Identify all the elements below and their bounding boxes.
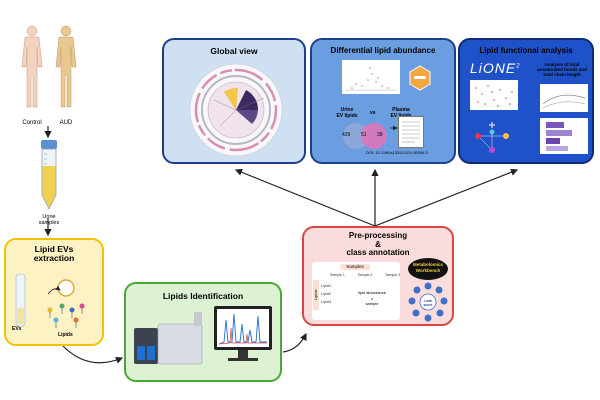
curve-panel: [540, 84, 588, 112]
x-symbol: x: [371, 295, 373, 301]
preprocessing-title-line2: &: [375, 239, 381, 249]
urine-label-line1: Urine: [42, 214, 56, 220]
lipid-molecules: [47, 303, 85, 328]
analysis-description: Analysis of total unsaturated bonds and …: [532, 62, 592, 77]
urine-line1: Urine: [340, 107, 354, 113]
doi-text: DOI: 10.1186/s13293-024-00594-5: [366, 150, 428, 155]
analysis-line1: Analysis of total: [544, 62, 580, 67]
paper-thumbnail: [398, 116, 424, 148]
lipid-maps-wheel-icon: [408, 282, 448, 322]
sample-columns: Sample 1 Sample 2 Sample 3: [330, 273, 400, 277]
human-silhouettes: [21, 25, 77, 108]
arrow-to-global-view: [234, 168, 376, 227]
arrow-identification-to-preprocessing: [282, 332, 307, 353]
vs-label: vs: [370, 110, 376, 116]
preprocessing-title-line3: class annotation: [346, 248, 410, 257]
lipid-matrix-panel: Samples Sample 1 Sample 2 Sample 3 Lipid…: [312, 262, 400, 320]
lipids-label: Lipids: [58, 332, 73, 338]
network-graph: [475, 122, 509, 153]
tube-icon: [41, 140, 57, 210]
volcano-plot: [346, 67, 396, 91]
venn-mid-count: 51: [361, 132, 367, 138]
extraction-title-line1: Lipid EVs: [34, 244, 74, 254]
metabolomics-workbench-logo: Metabolomics Workbench: [408, 258, 448, 280]
extraction-illustration: [15, 273, 85, 328]
logo-line1: Metabolomics: [412, 262, 443, 267]
global-view-title: Global view: [210, 46, 258, 56]
extraction-title-line2: extraction: [33, 253, 75, 263]
arrow-extraction-to-identification: [61, 344, 124, 364]
identification-title: Lipids Identification: [162, 291, 244, 301]
analysis-line3: total chain length: [543, 72, 581, 77]
human-figures: Control AUD: [10, 22, 86, 132]
scatter-panel: [470, 80, 518, 110]
evs-label: EVs: [12, 326, 22, 332]
global-view-box: Global view: [162, 38, 306, 164]
control-label: Control: [22, 120, 42, 126]
lipid-rows: Lipid1 Lipid2 Lipid3: [321, 282, 331, 306]
urine-samples-label: Urine samples: [28, 214, 70, 226]
sample-col: Sample 1: [330, 273, 345, 277]
mass-spectrometer-icon: [134, 312, 203, 365]
urine-tube: [38, 140, 60, 212]
lione-logo-sup: 2: [516, 63, 521, 70]
circular-plot: [189, 63, 283, 157]
differential-abundance-box: Differential lipid abundance Urine EV li…: [310, 38, 456, 164]
heatmap-cells: [546, 122, 572, 151]
venn-left-count: 429: [342, 132, 351, 138]
hexagon-badge: [409, 65, 431, 91]
lipid-row: Lipid2: [321, 292, 332, 296]
scatter-dots: [475, 85, 513, 107]
sample-col: Sample 3: [385, 273, 400, 277]
urine-ev-label: Urine EV lipids: [330, 107, 364, 119]
samples-header: Samples: [340, 264, 370, 270]
venn-diagram: [343, 123, 387, 149]
lipid-abundance-text: lipid abundance: [357, 290, 387, 295]
lione-logo-text: LiONE: [470, 60, 517, 76]
extraction-title: Lipid EVs extraction: [6, 245, 102, 263]
paper-lines: [402, 121, 420, 143]
monitor-icon: [214, 306, 272, 361]
instrument-illustration: [134, 306, 272, 365]
aud-label: AUD: [59, 120, 73, 126]
functional-analysis-box: Lipid functional analysis LiONE2 Analysi…: [458, 38, 594, 164]
logo-line2: Workbench: [415, 268, 441, 273]
lione-logo: LiONE2: [470, 60, 521, 76]
plasma-line2: EV lipids: [390, 112, 411, 119]
lipids-identification-box: Lipids Identification: [124, 282, 282, 382]
differential-title: Differential lipid abundance: [330, 46, 436, 55]
plasma-line1: Plasma: [392, 107, 410, 113]
lipid-maps-wheel: LIPID MAPS: [408, 282, 448, 322]
venn-right-count: 39: [377, 132, 383, 138]
arrow-to-functional: [374, 168, 519, 227]
urine-line2: EV lipids: [336, 112, 358, 119]
sample-col: Sample 2: [357, 273, 373, 277]
preprocessing-box: Pre-processing & class annotation Sample…: [302, 226, 454, 326]
heatmap-panel: [540, 118, 588, 154]
lipid-evs-extraction-box: Lipid EVs extraction EVs Lipids: [4, 238, 104, 346]
functional-title: Lipid functional analysis: [479, 46, 573, 55]
plasma-ev-label: Plasma EV lipids: [384, 107, 418, 119]
volcano-plot-panel: [342, 60, 400, 94]
curve-plot: [542, 94, 586, 109]
lipid-row: Lipid1: [321, 284, 332, 288]
lipids-axis-label: Lipids: [313, 280, 319, 310]
preprocessing-title: Pre-processing & class annotation: [304, 231, 452, 258]
analysis-line2: unsaturated bonds and: [537, 67, 587, 72]
urine-label-line2: samples: [38, 220, 60, 226]
sample-text: sample: [365, 301, 379, 306]
preprocessing-title-line1: Pre-processing: [348, 231, 408, 240]
wheel-center-label: LIPID MAPS: [423, 299, 433, 307]
lipid-row: Lipid3: [321, 300, 332, 304]
paper-arrow: [390, 125, 398, 131]
abundance-formula: lipid abundance x sample: [352, 290, 392, 307]
